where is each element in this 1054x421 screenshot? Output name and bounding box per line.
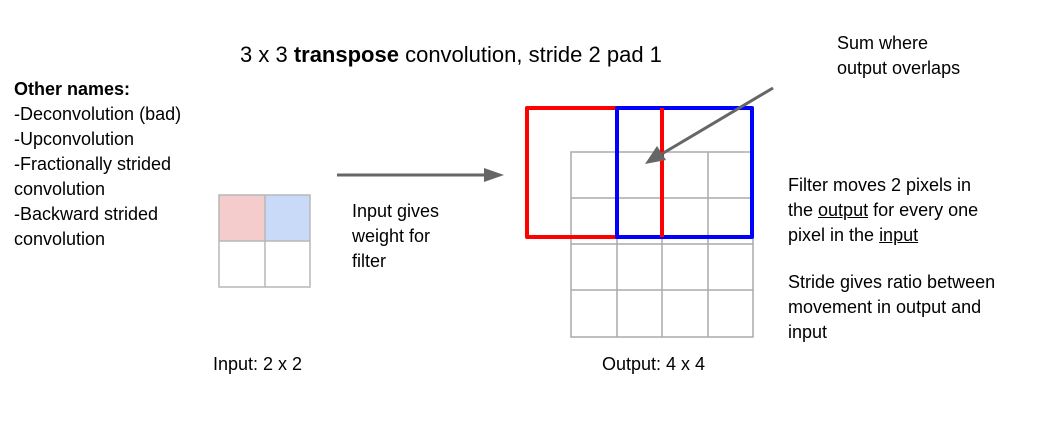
output-label: Output: 4 x 4	[602, 354, 706, 374]
blue-filter-box	[615, 106, 754, 239]
overlap-arrow	[645, 86, 774, 164]
input-cell-red	[219, 195, 265, 241]
input-arrow	[337, 168, 504, 182]
input-cell-blue	[265, 195, 310, 241]
filter-note: Filter moves 2 pixels in the output for …	[788, 175, 979, 245]
slide-title: 3 x 3 transpose convolution, stride 2 pa…	[240, 42, 662, 67]
input-label: Input: 2 x 2	[213, 354, 303, 374]
red-filter-box	[525, 106, 664, 239]
other-names-list: Other names: -Deconvolution (bad) -Upcon…	[14, 79, 182, 249]
input-grid	[218, 194, 311, 288]
